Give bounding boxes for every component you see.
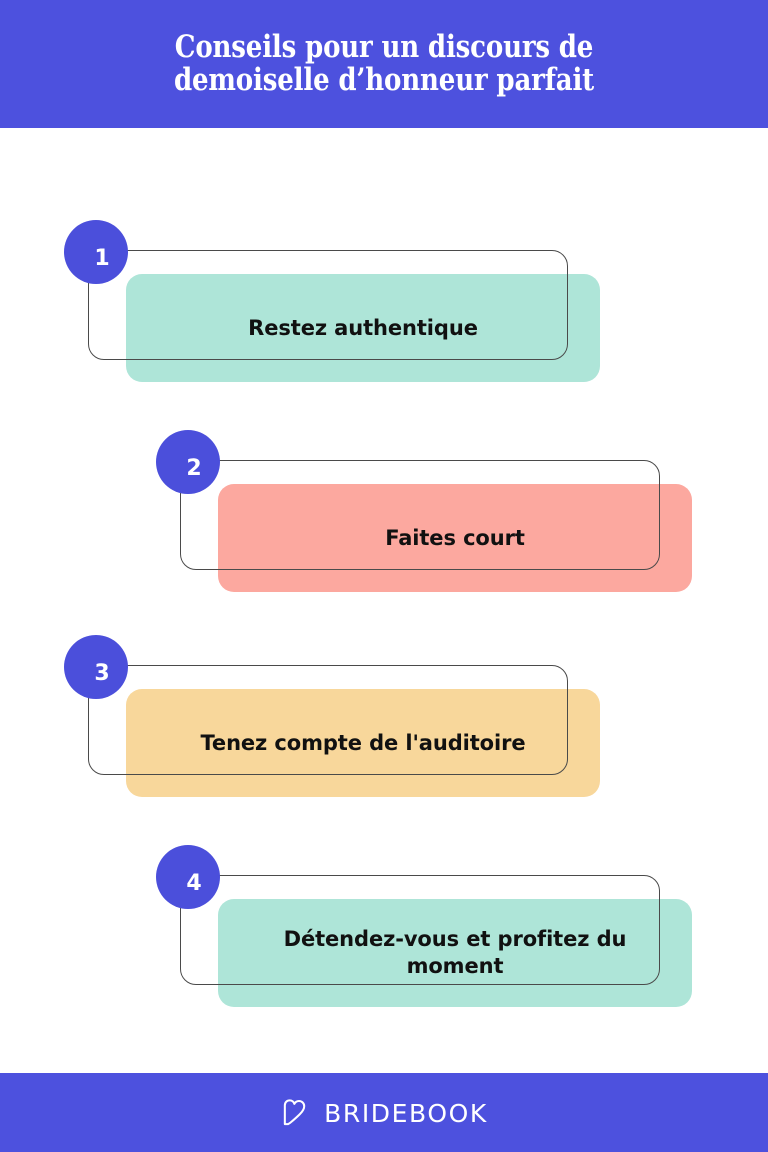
brand-wordmark: BRIDEBOOK bbox=[324, 1099, 488, 1128]
tip-card-4-number: 4 bbox=[186, 871, 202, 896]
header-banner: Conseils pour un discours de demoiselle … bbox=[0, 0, 768, 128]
tip-card-2: Faites court 2 bbox=[156, 430, 692, 592]
tip-card-2-label-wrap: Faites court bbox=[218, 484, 692, 592]
tip-card-4-outline bbox=[180, 875, 660, 985]
tip-card-4-label: Détendez-vous et profitez du moment bbox=[283, 927, 627, 978]
tip-card-1-number: 1 bbox=[94, 246, 110, 271]
page-title: Conseils pour un discours de demoiselle … bbox=[173, 29, 595, 98]
tip-card-3-badge: 3 bbox=[64, 635, 128, 699]
tip-card-1-badge: 1 bbox=[64, 220, 128, 284]
tip-card-2-fill bbox=[218, 484, 692, 592]
tip-card-4-label-wrap: Détendez-vous et profitez du moment bbox=[218, 899, 692, 1007]
brand-logo: BRIDEBOOK bbox=[280, 1097, 488, 1128]
footer-banner: BRIDEBOOK bbox=[0, 1073, 768, 1152]
tip-card-1-fill bbox=[126, 274, 600, 382]
tip-card-2-badge: 2 bbox=[156, 430, 220, 494]
tip-card-4-fill bbox=[218, 899, 692, 1007]
tips-list: Restez authentique 1 Faites court 2 Tene… bbox=[0, 128, 768, 1073]
tip-card-3: Tenez compte de l'auditoire 3 bbox=[64, 635, 600, 797]
tip-card-2-number: 2 bbox=[186, 456, 202, 481]
tip-card-2-label: Faites court bbox=[385, 525, 525, 550]
tip-card-2-outline bbox=[180, 460, 660, 570]
tip-card-3-label: Tenez compte de l'auditoire bbox=[200, 730, 526, 755]
heart-bookmark-icon bbox=[280, 1097, 311, 1128]
tip-card-1-outline bbox=[88, 250, 568, 360]
tip-card-1-label: Restez authentique bbox=[248, 315, 478, 340]
tip-card-4: Détendez-vous et profitez du moment 4 bbox=[156, 845, 692, 1007]
tip-card-3-outline bbox=[88, 665, 568, 775]
tip-card-3-label-wrap: Tenez compte de l'auditoire bbox=[126, 689, 600, 797]
tip-card-3-number: 3 bbox=[94, 661, 110, 686]
tip-card-4-badge: 4 bbox=[156, 845, 220, 909]
tip-card-1-label-wrap: Restez authentique bbox=[126, 274, 600, 382]
tip-card-1: Restez authentique 1 bbox=[64, 220, 600, 382]
tip-card-3-fill bbox=[126, 689, 600, 797]
